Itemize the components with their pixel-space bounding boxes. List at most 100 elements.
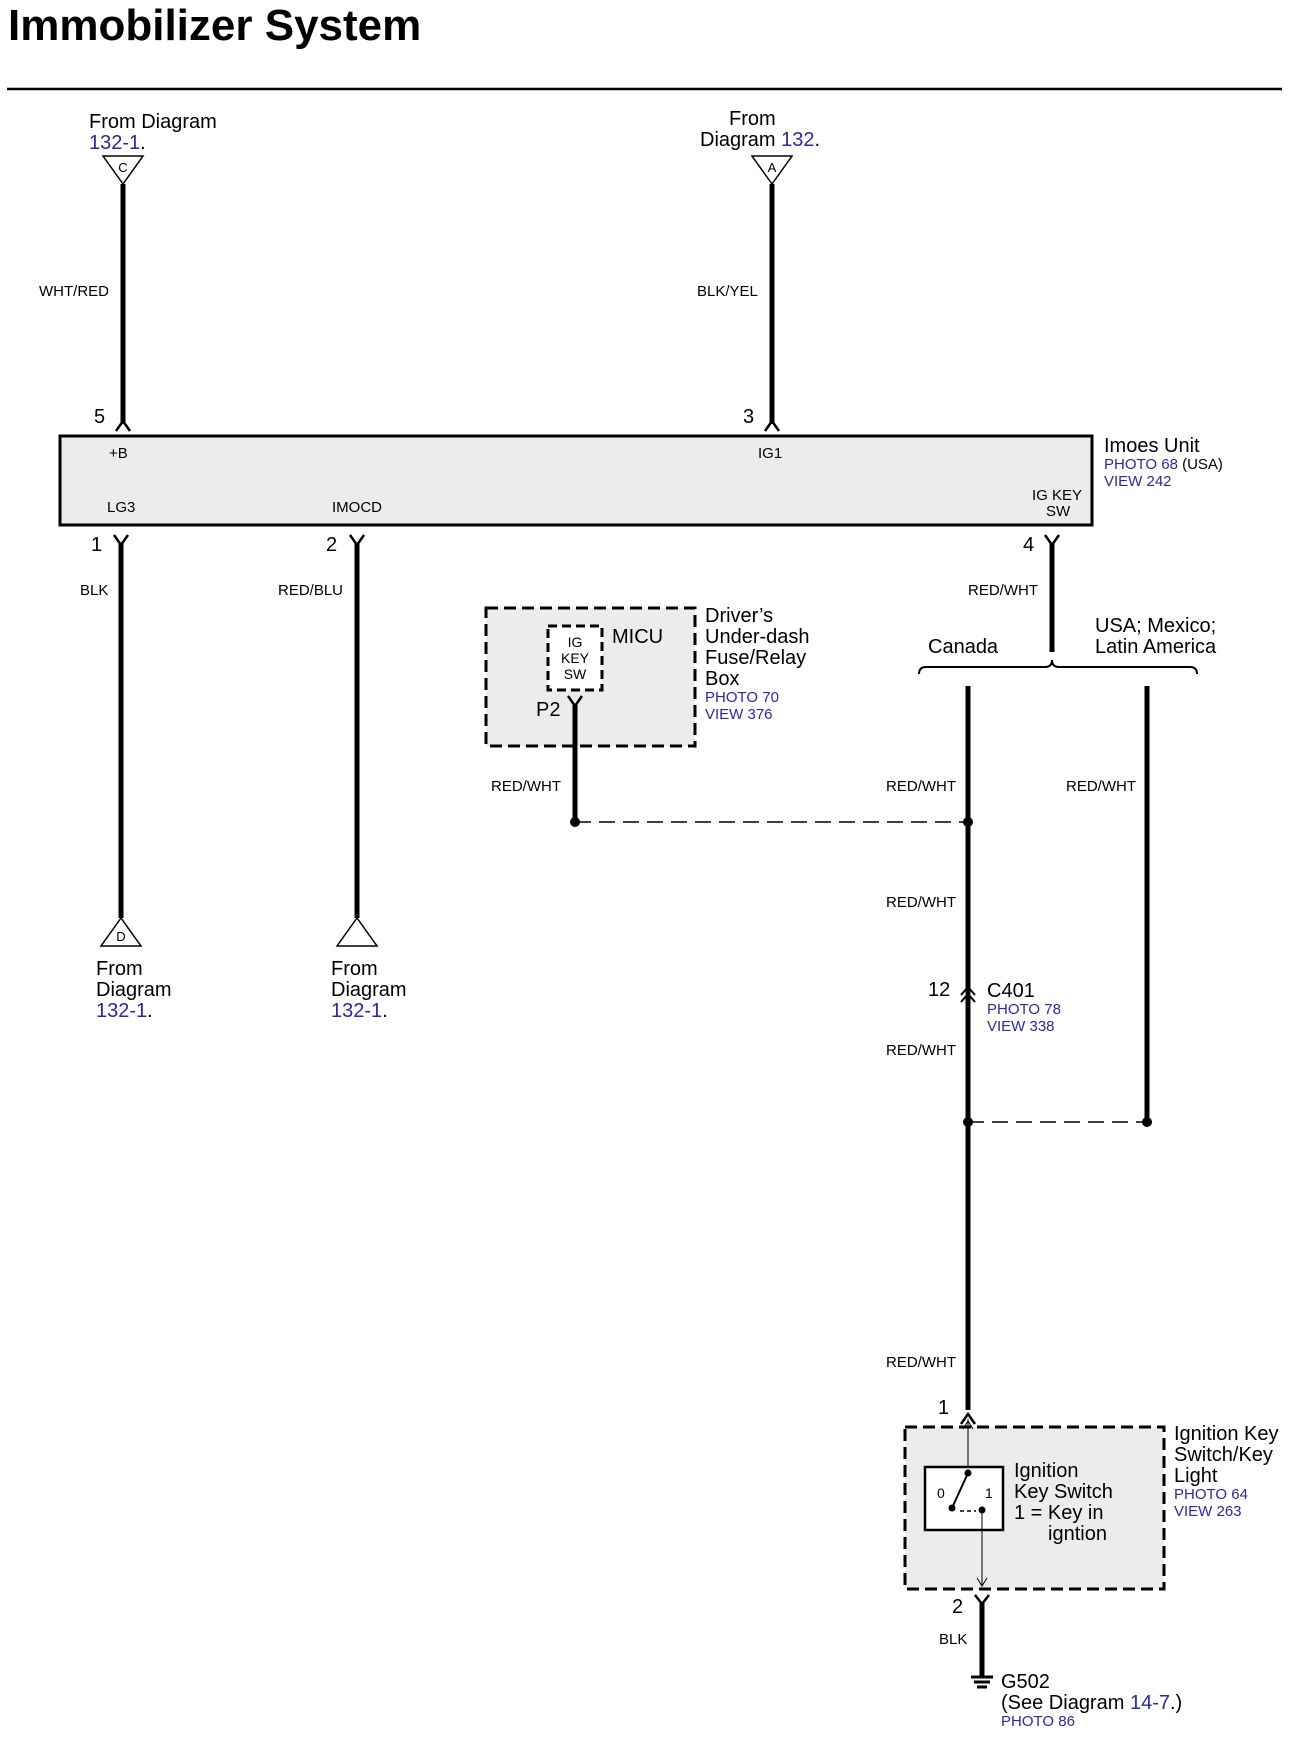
wire-pin2-color: RED/BLU <box>278 582 343 599</box>
ref-2-line2: Diagram <box>331 979 407 1001</box>
ref-c-triangle <box>101 155 145 186</box>
ignition-view[interactable]: VIEW 263 <box>1174 1503 1242 1520</box>
wire-micu-color: RED/WHT <box>491 778 561 795</box>
pin3-connector <box>763 418 781 432</box>
wire-switch-top-color: RED/WHT <box>886 1354 956 1371</box>
micu-name: MICU <box>612 626 663 648</box>
ignition-comp-3: Light <box>1174 1465 1218 1487</box>
micu-inner-2: KEY <box>561 650 590 666</box>
wire-a-color: BLK/YEL <box>697 283 758 300</box>
wire-pin4-color: RED/WHT <box>968 582 1038 599</box>
ref-2-line1: From <box>331 958 378 980</box>
imoes-pin5: 5 <box>94 406 105 428</box>
imoes-pin1: 1 <box>91 534 102 556</box>
ref-2-link-line: 132-1. <box>331 1000 388 1022</box>
ref-c-link[interactable]: 132-1 <box>89 132 140 154</box>
splice-canada-bottom <box>963 1117 973 1127</box>
ignition-switch-symbol <box>923 1465 1005 1532</box>
ignition-desc-4: igntion <box>1048 1523 1107 1545</box>
ignition-pin-bottom: 2 <box>952 1596 963 1618</box>
option-bracket <box>918 659 1198 675</box>
branch-usa-label2: Latin America <box>1095 636 1217 658</box>
micu-connector: P2 <box>536 699 560 721</box>
imoes-term-b: +B <box>109 445 128 462</box>
imoes-photo-line: PHOTO 68 (USA) <box>1104 456 1223 473</box>
wire-ground-color: BLK <box>939 1631 967 1648</box>
ref-2-triangle <box>335 916 379 947</box>
wire-usa-color: RED/WHT <box>1066 778 1136 795</box>
splice-usa <box>1142 1117 1152 1127</box>
ignition-desc-2: Key Switch <box>1014 1481 1113 1503</box>
micu-view[interactable]: VIEW 376 <box>705 706 773 723</box>
ground-link[interactable]: 14-7 <box>1130 1692 1170 1714</box>
wire-pin1-color: BLK <box>80 582 108 599</box>
ref-d-line2: Diagram <box>96 979 172 1001</box>
ground-name: G502 <box>1001 1671 1050 1693</box>
ignition-desc-3: 1 = Key in <box>1014 1502 1104 1524</box>
micu-inner-1: IG <box>568 634 583 650</box>
ref-d-line1: From <box>96 958 143 980</box>
imoes-name: Imoes Unit <box>1104 435 1200 457</box>
ignition-arrow-top <box>962 1420 974 1430</box>
c401-pin: 12 <box>928 979 950 1001</box>
ignition-pin-top: 1 <box>938 1397 949 1419</box>
imoes-term-igkey2: SW <box>1046 503 1071 520</box>
micu-photo[interactable]: PHOTO 70 <box>705 689 779 706</box>
splice-micu <box>570 817 580 827</box>
ref-a-triangle <box>750 155 794 186</box>
ref-a-tag: A <box>768 160 777 175</box>
micu-desc-2: Under-dash <box>705 626 810 648</box>
ref-2-link[interactable]: 132-1 <box>331 1000 382 1022</box>
pin5-connector <box>114 418 132 432</box>
ref-a-label1: From <box>729 108 776 130</box>
ignition-desc-1: Ignition <box>1014 1460 1079 1482</box>
ref-d-link[interactable]: 132-1 <box>96 1000 147 1022</box>
ignition-comp-1: Ignition Key <box>1174 1423 1279 1445</box>
imoes-unit-box <box>58 434 1094 527</box>
ignition-pos1: 1 <box>985 1485 993 1501</box>
ignition-comp-2: Switch/Key <box>1174 1444 1273 1466</box>
ref-d-link-line: 132-1. <box>96 1000 153 1022</box>
ref-d-tag: D <box>116 929 125 944</box>
wire-c401-color: RED/WHT <box>886 1042 956 1059</box>
ref-c-label: From Diagram <box>89 111 217 133</box>
c401-name: C401 <box>987 980 1035 1002</box>
micu-desc-1: Driver’s <box>705 605 773 627</box>
ignition-pin1-connector <box>959 1411 977 1425</box>
c401-view[interactable]: VIEW 338 <box>987 1018 1055 1035</box>
micu-inner-3: SW <box>564 666 587 682</box>
micu-desc-3: Fuse/Relay <box>705 647 806 669</box>
imoes-pin3: 3 <box>743 406 754 428</box>
imoes-view[interactable]: VIEW 242 <box>1104 473 1172 490</box>
imoes-term-ig1: IG1 <box>758 445 782 462</box>
imoes-pin4: 4 <box>1023 534 1034 556</box>
wire-canada-color2: RED/WHT <box>886 894 956 911</box>
wire-c-color: WHT/RED <box>39 283 109 300</box>
ref-a-line2: Diagram 132. <box>700 129 820 151</box>
imoes-term-lg3: LG3 <box>107 499 135 516</box>
ground-photo[interactable]: PHOTO 86 <box>1001 1713 1075 1730</box>
micu-desc-4: Box <box>705 668 739 690</box>
ref-c-tag: C <box>118 160 127 175</box>
imoes-pin2: 2 <box>326 534 337 556</box>
ref-d-triangle <box>99 916 143 947</box>
micu-ig-key-sw-box <box>546 624 604 692</box>
branch-usa-label1: USA; Mexico; <box>1095 615 1216 637</box>
splice-canada-top <box>963 817 973 827</box>
page-title: Immobilizer System <box>8 1 421 50</box>
ignition-photo[interactable]: PHOTO 64 <box>1174 1486 1248 1503</box>
imoes-term-igkey1: IG KEY <box>1032 487 1082 504</box>
c401-photo[interactable]: PHOTO 78 <box>987 1001 1061 1018</box>
ignition-arrow-bottom <box>976 1577 988 1587</box>
ref-a-link[interactable]: 132 <box>781 129 814 151</box>
switch-blade <box>951 1472 969 1509</box>
wire-canada-color: RED/WHT <box>886 778 956 795</box>
ref-c-link-line: 132-1. <box>89 132 146 154</box>
imoes-term-imocd: IMOCD <box>332 499 382 516</box>
ground-see-line: (See Diagram 14-7.) <box>1001 1692 1182 1714</box>
imoes-photo[interactable]: PHOTO 68 <box>1104 456 1178 473</box>
ignition-pos0: 0 <box>937 1485 945 1501</box>
branch-canada-label: Canada <box>928 636 999 658</box>
c401-connector <box>960 985 976 1003</box>
